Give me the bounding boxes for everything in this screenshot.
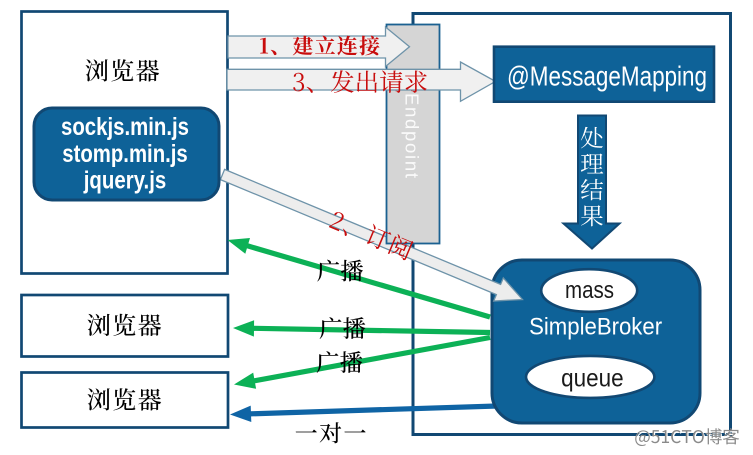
svg-text:SimpleBroker: SimpleBroker (529, 314, 662, 341)
svg-text:stomp.min.js: stomp.min.js (62, 140, 188, 168)
svg-text:sockjs.min.js: sockjs.min.js (61, 113, 189, 141)
svg-text:jquery.js: jquery.js (83, 167, 166, 195)
svg-text:Endpoint: Endpoint (402, 93, 423, 178)
svg-text:queue: queue (561, 364, 624, 392)
svg-text:@MessageMapping: @MessageMapping (507, 61, 707, 92)
svg-text:mass: mass (565, 277, 614, 304)
